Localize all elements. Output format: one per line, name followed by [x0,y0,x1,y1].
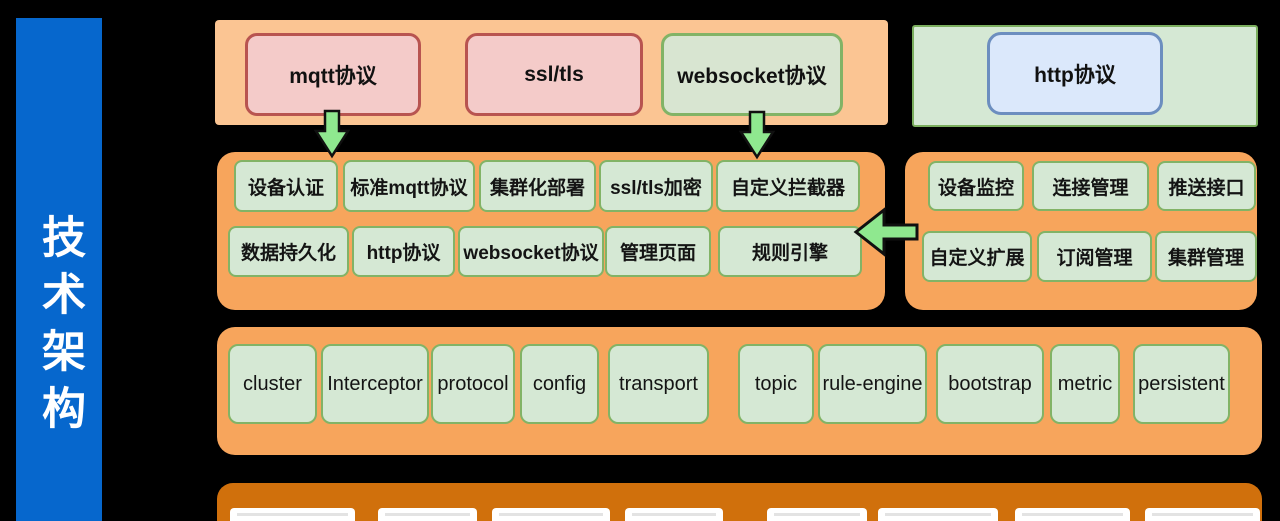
server-node-detail [1022,513,1123,516]
module-pill: protocol [431,344,515,424]
feature-pill: 订阅管理 [1037,231,1152,282]
module-pill: persistent [1133,344,1230,424]
feature-pill: 数据持久化 [228,226,349,277]
server-node [1145,508,1260,521]
modules-panel: cluster Interceptor protocol config tran… [217,327,1262,455]
server-node [492,508,610,521]
protocol-box-http: http协议 [987,32,1163,115]
feature-pill: 推送接口 [1157,161,1256,211]
left-arrow-icon [853,206,919,258]
cluster-strip [217,483,1262,521]
sidebar-title-bar: 技术架构 [16,18,102,521]
feature-pill: 自定义拦截器 [716,160,860,212]
feature-pill: 连接管理 [1032,161,1149,211]
server-node [625,508,723,521]
module-pill: config [520,344,599,424]
module-pill: metric [1050,344,1120,424]
http-panel: http协议 [912,25,1258,127]
module-pill: Interceptor [321,344,429,424]
feature-pill: 集群管理 [1155,231,1257,282]
server-node-detail [499,513,603,516]
server-node-detail [632,513,716,516]
page-title: 技术架构 [35,214,84,442]
feature-pill: websocket协议 [458,226,604,277]
server-node [378,508,477,521]
protocol-box-mqtt: mqtt协议 [245,33,421,116]
server-node-detail [237,513,348,516]
feature-pill-rule-engine: 规则引擎 [718,226,862,277]
features-left-panel: 设备认证 标准mqtt协议 集群化部署 ssl/tls加密 自定义拦截器 数据持… [217,152,885,310]
protocol-box-websocket: websocket协议 [661,33,843,116]
feature-pill: 设备监控 [928,161,1024,211]
server-node-detail [885,513,991,516]
feature-pill: ssl/tls加密 [599,160,713,212]
feature-pill: 自定义扩展 [922,231,1032,282]
module-pill: transport [608,344,709,424]
server-node [230,508,355,521]
feature-pill: http协议 [352,226,455,277]
module-pill: rule-engine [818,344,927,424]
down-arrow-icon [739,110,775,160]
down-arrow-icon [314,109,350,159]
features-right-panel: 设备监控 连接管理 推送接口 自定义扩展 订阅管理 集群管理 [905,152,1257,310]
protocol-box-ssl-tls: ssl/tls [465,33,643,116]
feature-pill: 设备认证 [234,160,338,212]
protocols-panel: mqtt协议 ssl/tls websocket协议 [215,20,888,125]
server-node [767,508,867,521]
module-pill: cluster [228,344,317,424]
feature-pill: 标准mqtt协议 [343,160,475,212]
server-node [878,508,998,521]
feature-pill: 集群化部署 [479,160,596,212]
server-node [1015,508,1130,521]
server-node-detail [774,513,860,516]
server-node-detail [385,513,470,516]
module-pill: bootstrap [936,344,1044,424]
module-pill: topic [738,344,814,424]
feature-pill: 管理页面 [605,226,711,277]
server-node-detail [1152,513,1253,516]
